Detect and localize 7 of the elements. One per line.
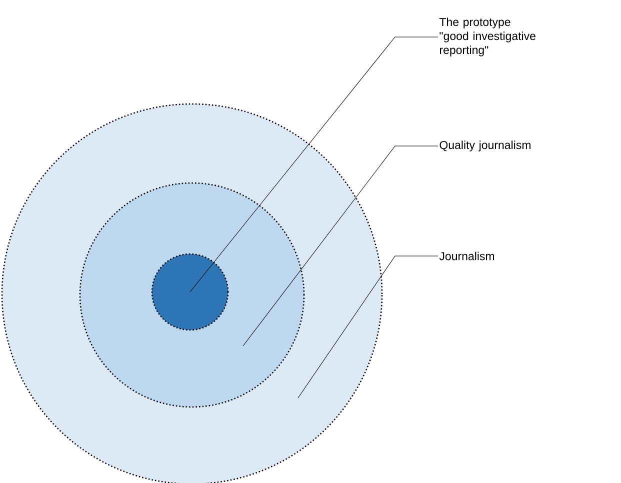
leader-line <box>298 256 438 398</box>
callout-text: Journalism <box>439 252 494 260</box>
leader-line <box>242 146 438 346</box>
leader-line <box>190 36 438 292</box>
circle <box>151 253 229 331</box>
callout-text: Quality journalism <box>440 140 530 152</box>
callout-text: The prototype "good investigative reporting" <box>439 18 536 56</box>
